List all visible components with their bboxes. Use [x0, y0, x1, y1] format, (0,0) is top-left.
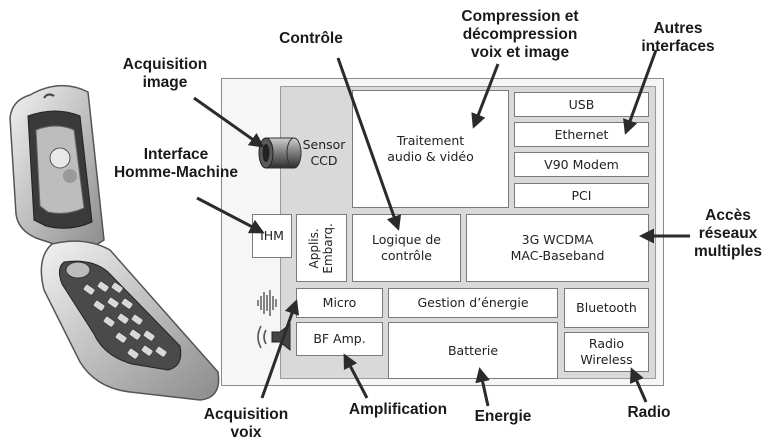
block-ihm: IHM	[252, 214, 292, 258]
callout-acquisition-image: Acquisition image	[122, 56, 208, 91]
callout-radio: Radio	[627, 404, 671, 421]
callout-interface-homme-machine: Interface Homme-Machine	[113, 146, 239, 181]
block-logique-controle: Logique de contrôle	[352, 214, 461, 282]
applis-label: Applis. Embarq.	[307, 222, 336, 274]
block-applis-embarq: Applis. Embarq.	[296, 214, 347, 282]
block-batterie: Batterie	[388, 322, 558, 379]
block-gestion-energie: Gestion d’énergie	[388, 288, 558, 318]
block-micro: Micro	[296, 288, 383, 318]
block-radio-wireless: Radio Wireless	[564, 332, 649, 372]
block-ethernet: Ethernet	[514, 122, 649, 147]
callout-acquisition-voix: Acquisition voix	[203, 406, 289, 441]
callout-compression: Compression et décompression voix et ima…	[461, 8, 579, 61]
callout-amplification: Amplification	[348, 401, 448, 418]
block-usb: USB	[514, 92, 649, 117]
block-3g-wcdma: 3G WCDMA MAC-Baseband	[466, 214, 649, 282]
block-traitement: Traitement audio & vidéo	[352, 90, 509, 208]
callout-controle: Contrôle	[279, 30, 343, 47]
callout-acces-reseaux: Accès réseaux multiples	[693, 207, 763, 260]
block-bf-amp: BF Amp.	[296, 322, 383, 356]
callout-autres-interfaces: Autres interfaces	[641, 20, 715, 55]
block-v90-modem: V90 Modem	[514, 152, 649, 177]
block-pci: PCI	[514, 183, 649, 208]
callout-energie: Energie	[474, 408, 532, 425]
block-bluetooth: Bluetooth	[564, 288, 649, 328]
mobile-phone-icon	[9, 85, 220, 401]
block-sensor-ccd: Sensor CCD	[302, 137, 346, 168]
